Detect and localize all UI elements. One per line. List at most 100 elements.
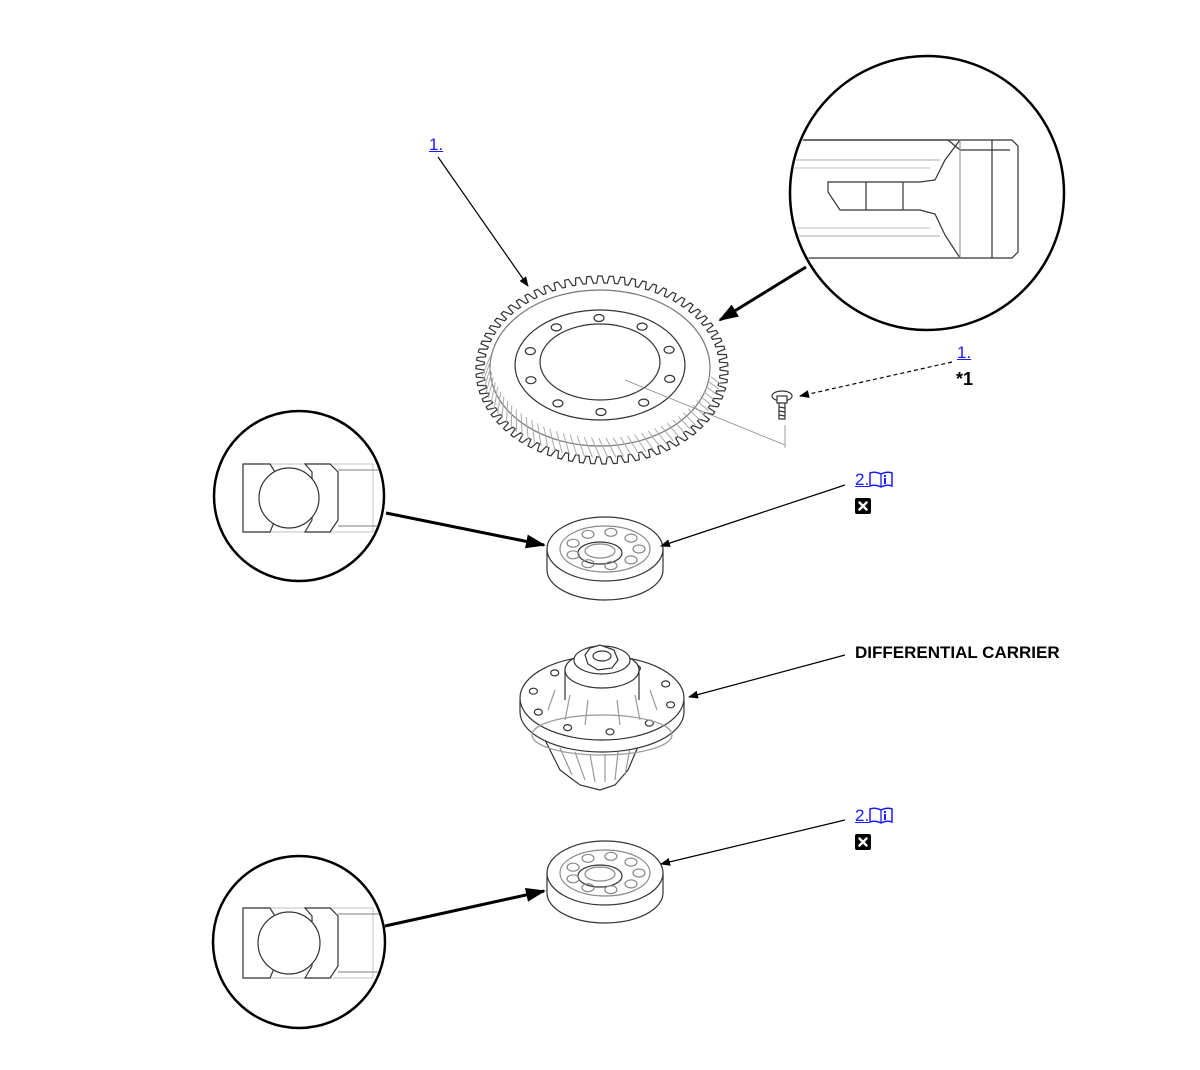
carrier-bolt-hole <box>605 728 615 736</box>
gear-helix-line <box>700 395 713 406</box>
gear-helix-line <box>708 381 720 390</box>
carrier-bolt-hole <box>562 723 573 732</box>
carrier-bolt-hole <box>665 701 676 709</box>
gear-helix-line <box>641 432 654 450</box>
gear-bolt-hole <box>593 313 605 323</box>
gear-bolt-hole <box>524 347 536 356</box>
gear-helix-line <box>501 396 505 419</box>
gear-helix-line <box>687 408 701 421</box>
gear-bolt-hole <box>638 398 650 407</box>
gear-helix-line <box>583 436 594 458</box>
bearing-ball <box>624 857 638 867</box>
gear-section-detail-circle <box>788 54 1066 332</box>
bearing-ball <box>566 874 580 884</box>
bearing-ball <box>566 538 580 548</box>
bolt-note: *1 <box>956 369 974 389</box>
gear-helix-line <box>647 430 661 448</box>
bearing-ball <box>632 868 646 878</box>
gear-helix-line <box>703 391 716 401</box>
gear-helix-line <box>605 437 617 458</box>
gear-helix-line <box>696 400 709 412</box>
carrier-bolt-hole <box>533 708 543 716</box>
lower-bearing-step-link[interactable]: 2. <box>855 806 893 826</box>
gear-helix-line <box>627 435 640 455</box>
bearing-ball <box>604 851 618 861</box>
gear-helix-line <box>666 422 680 438</box>
gear-helix-line <box>483 367 492 388</box>
gear-helix-line <box>591 437 601 459</box>
bearing-ball <box>624 555 638 565</box>
upper-bearing-step-text: 2. <box>855 470 870 489</box>
gear-helix-line <box>487 377 494 399</box>
book-info-icon <box>869 807 893 824</box>
book-info-icon <box>869 471 893 488</box>
carrier-bolt-hole <box>550 669 560 677</box>
bearing-ball <box>581 559 595 569</box>
gear-bolt-hole <box>664 374 676 383</box>
bearing-ball <box>604 885 618 895</box>
leader-lines <box>437 156 953 866</box>
gear-bolt <box>771 390 793 420</box>
gear-helix-line <box>683 412 696 426</box>
differential-carrier <box>519 644 685 791</box>
gear-helix-line <box>576 435 586 458</box>
bearing-ball <box>566 550 580 560</box>
lower-bearing-detail-circle <box>211 854 387 1030</box>
bearing-ball <box>566 862 580 872</box>
gear-helix-line <box>537 423 542 446</box>
gear-helix-line <box>531 420 535 443</box>
differential-carrier-label: DIFFERENTIAL CARRIER <box>855 643 1060 662</box>
gear-helix-line <box>612 437 625 457</box>
gear-bolt-hole <box>595 407 607 417</box>
gear-helix-line <box>497 391 502 414</box>
gear-helix-line <box>620 436 632 456</box>
gear-helix-line <box>549 428 556 452</box>
upper-bearing-step-link[interactable]: 2. <box>855 470 893 490</box>
gear-helix-line <box>493 387 499 409</box>
gear-bolt-hole <box>525 376 537 385</box>
gear-helix-line <box>543 426 549 449</box>
gear-bolt-hole <box>636 322 648 331</box>
bearing-ball <box>604 527 618 537</box>
gear-helix-line <box>490 382 496 404</box>
gear-helix-line <box>485 372 493 393</box>
gear-helix-line <box>520 413 523 436</box>
bearing-ball <box>624 533 638 543</box>
bearing-ball <box>604 561 618 571</box>
gear-bolt-hole <box>663 345 675 354</box>
gear-helix-line <box>634 434 647 453</box>
carrier-bolt-hole <box>528 687 539 695</box>
ring-gear <box>475 275 786 465</box>
gear-helix-line <box>482 361 491 382</box>
carrier-bolt-hole <box>661 680 671 688</box>
gear-helix-line <box>672 419 686 434</box>
gear-helix-line <box>598 437 609 459</box>
replace-part-x-icon <box>855 834 871 850</box>
replace-part-x-icon <box>855 498 871 514</box>
gear-bolt-hole <box>552 399 564 408</box>
gear-helix-line <box>562 432 571 455</box>
gear-helix-line <box>706 386 718 396</box>
bolt-step-link[interactable]: 1. <box>957 343 972 362</box>
bearing-ball <box>581 529 595 539</box>
gear-helix-line <box>525 416 529 440</box>
lower-bearing <box>546 840 664 924</box>
gear-helix-line <box>481 356 491 376</box>
upper-bearing <box>546 516 664 601</box>
gear-helix-line <box>505 401 509 424</box>
lower-bearing-step-text: 2. <box>855 806 870 825</box>
bearing-ball <box>632 544 646 554</box>
upper-bearing-detail-circle <box>212 409 386 583</box>
gear-helix-line <box>710 376 721 385</box>
gear-step-link[interactable]: 1. <box>429 135 444 154</box>
gear-helix-line <box>677 416 691 430</box>
bearing-ball <box>581 853 595 863</box>
bearing-ball <box>624 879 638 889</box>
gear-helix-line <box>660 425 674 442</box>
gear-helix-line <box>556 430 563 454</box>
gear-helix-line <box>569 434 578 457</box>
bearing-ball <box>581 883 595 893</box>
gear-helix-line <box>654 428 668 445</box>
gear-bolt-hole <box>550 323 562 332</box>
